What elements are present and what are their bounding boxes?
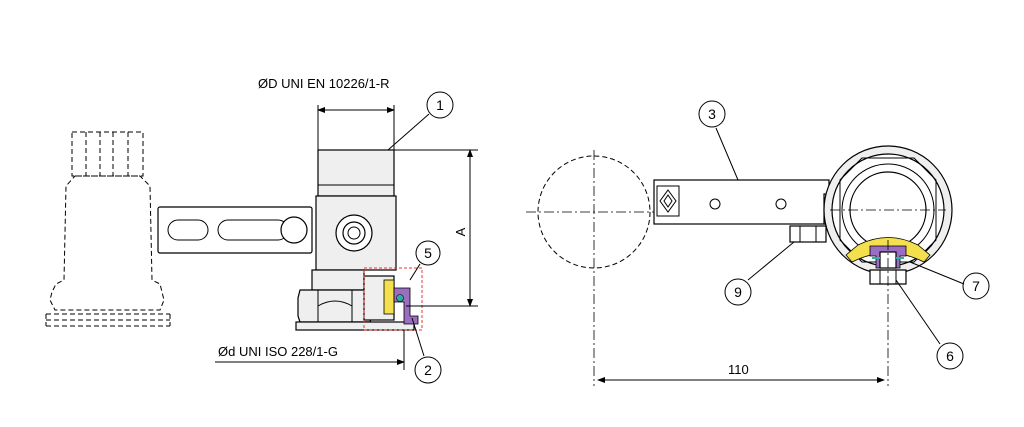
valve-top-view [526,145,953,386]
svg-text:3: 3 [708,106,716,122]
height-dimension: A [394,149,478,307]
top-dimension: ØD UNI EN 10226/1-R [258,76,395,150]
width-dimension: 110 [597,362,885,383]
bottom-dimension: Ød UNI ISO 228/1-G [215,330,405,370]
svg-text:2: 2 [424,362,432,378]
callout-1: 1 [387,91,454,151]
height-dimension-label: A [453,227,468,236]
bottom-dimension-label: Ød UNI ISO 228/1-G [218,344,338,359]
callout-3: 3 [698,100,739,181]
svg-text:9: 9 [734,284,742,300]
callout-6: 6 [895,279,964,370]
svg-text:7: 7 [972,278,980,294]
callout-2: 2 [411,317,442,384]
callout-9: 9 [724,241,795,306]
top-dimension-label: ØD UNI EN 10226/1-R [258,76,390,91]
alternate-position-outline [45,131,171,327]
callout-7: 7 [909,261,990,300]
callout-5: 5 [409,240,441,281]
valve-side-view [157,149,423,331]
width-dimension-label: 110 [728,362,749,377]
svg-text:6: 6 [946,348,954,364]
svg-text:5: 5 [424,245,432,261]
svg-text:1: 1 [436,97,444,113]
